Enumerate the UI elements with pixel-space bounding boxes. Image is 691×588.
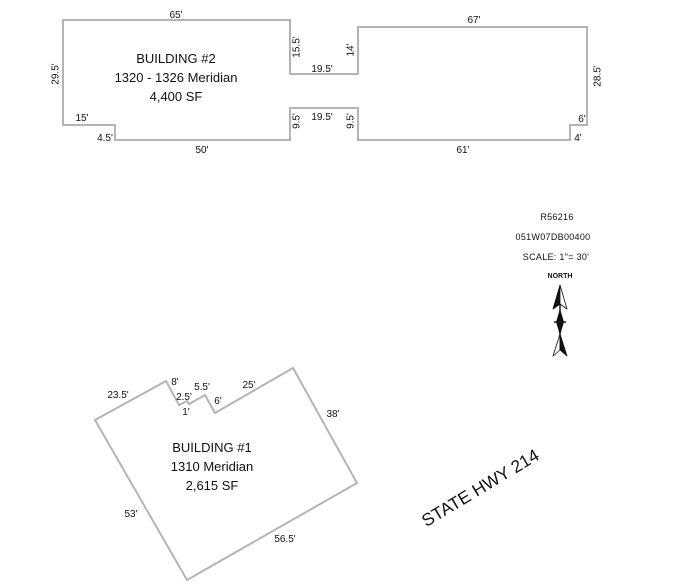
- building-2-dim-east: 28.5': [593, 65, 604, 86]
- building-1-dim-north: 25': [242, 380, 255, 391]
- building-2-dim-west: 29.5': [51, 63, 62, 84]
- building-1-dim-northwest: 23.5': [107, 390, 128, 401]
- building-2-dim-connector-south: 19.5': [311, 112, 332, 123]
- north-arrow-tail-right: [559, 333, 568, 357]
- building-2-dim-connector-north-west: 15.5': [292, 36, 303, 57]
- building-2-dim-southeast-step-horizontal: 6': [578, 114, 586, 125]
- building-2-dim-southwest-step-horizontal: 15': [75, 113, 88, 124]
- north-arrow-head-right: [559, 284, 568, 310]
- building-2-dim-connector-north: 19.5': [311, 64, 332, 75]
- road-label: STATE HWY 214: [418, 445, 543, 531]
- building-1-area: 2,615 SF: [186, 478, 239, 493]
- building-1-outline: [93, 366, 359, 582]
- north-arrow-icon: [552, 284, 568, 357]
- parcel-info: R56216 051W07DB00400 SCALE: 1"= 30': [516, 212, 591, 262]
- building-1-dim-notch-d: 5.5': [194, 382, 210, 393]
- building-1-title: BUILDING #1: [172, 440, 251, 455]
- building-1-dim-notch-a: 8': [171, 377, 179, 388]
- north-arrow: NORTH: [548, 273, 573, 357]
- building-1-dim-notch-b: 2.5': [176, 392, 192, 403]
- north-arrow-tail-left: [552, 333, 561, 357]
- building-1-dim-notch-e: 6': [214, 396, 222, 407]
- building-2-dim-connector-south-east: 9.5': [346, 113, 357, 129]
- north-arrow-head-left: [552, 284, 561, 310]
- building-2-dim-top-east: 67': [467, 15, 480, 26]
- building-2-dim-southeast-step-vertical: 4': [574, 133, 582, 144]
- building-2-dim-southwest-step-vertical: 4.5': [97, 133, 113, 144]
- map-number: 051W07DB00400: [516, 232, 591, 242]
- building-2-area: 4,400 SF: [150, 89, 203, 104]
- building-2-dim-connector-south-west: 9.5': [292, 113, 303, 129]
- building-2-outline: [62, 19, 588, 141]
- building-2-dim-bottom-west: 50': [195, 145, 208, 156]
- building-1-dim-east: 38': [326, 409, 339, 420]
- building-2-dim-connector-north-east: 14': [346, 43, 357, 56]
- building-1-dim-south: 56.5': [274, 534, 295, 545]
- building-1: 23.5' 8' 2.5' 1' 5.5' 6' 25' 38' BUILDIN…: [93, 366, 359, 582]
- building-2-dim-bottom-east: 61': [456, 145, 469, 156]
- north-label: NORTH: [548, 273, 573, 280]
- building-1-address: 1310 Meridian: [171, 459, 253, 474]
- building-2-dim-top-west: 65': [169, 10, 182, 21]
- building-2: 65' 15.5' 19.5' 14' 67' 28.5' 29.5' BUIL…: [51, 10, 604, 156]
- building-1-dim-notch-c: 1': [182, 407, 190, 418]
- building-1-dim-west: 53': [124, 509, 137, 520]
- building-2-title: BUILDING #2: [136, 51, 215, 66]
- parcel-id: R56216: [540, 212, 573, 222]
- scale-label: SCALE: 1"= 30': [523, 252, 589, 262]
- building-2-address: 1320 - 1326 Meridian: [115, 70, 238, 85]
